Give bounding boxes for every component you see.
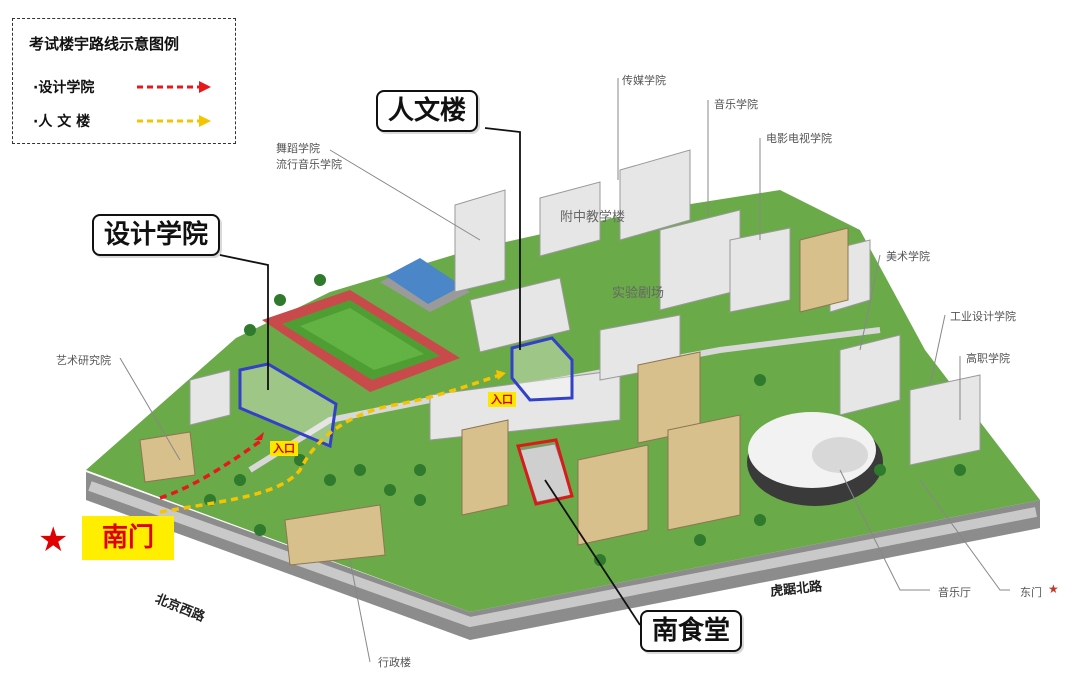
label-east-gate: 东门: [1020, 586, 1042, 599]
label-concert-hall: 音乐厅: [938, 586, 971, 599]
route-design-college: [159, 438, 264, 500]
label-affiliated-school: 附中教学楼: [560, 210, 626, 225]
humanities-highlight: [510, 336, 574, 402]
entrance-label-design: 入口: [270, 441, 298, 456]
road-beijing-west: [88, 481, 1037, 628]
label-music: 音乐学院: [714, 98, 758, 111]
label-fine-arts: 美术学院: [886, 250, 930, 263]
tan-buildings: [139, 227, 849, 566]
south-canteen-highlight: [516, 438, 574, 506]
label-media: 传媒学院: [622, 74, 666, 87]
label-industrial-design: 工业设计学院: [950, 310, 1016, 323]
label-pop-music: 流行音乐学院: [276, 158, 342, 171]
route-design-arrow: [254, 432, 264, 440]
legend-red-arrow: [137, 81, 211, 93]
sports-field: [262, 290, 460, 392]
route-humanities: [159, 373, 501, 514]
label-film-tv: 电影电视学院: [766, 132, 832, 145]
design-college-highlight: [238, 362, 338, 449]
south-gate-label: 南门: [82, 516, 174, 560]
east-gate-star-icon: ★: [1048, 582, 1059, 596]
legend-item-humanities: ·人 文 楼: [33, 114, 91, 130]
trees: [204, 274, 966, 566]
legend-yellow-arrow: [137, 115, 211, 127]
callout-south-canteen: 南食堂: [640, 610, 743, 652]
legend-item-design: ·设计学院: [33, 80, 95, 96]
label-lab-theater: 实验剧场: [612, 286, 665, 301]
route-humanities-arrow: [496, 370, 506, 380]
concert-hall-building: [747, 412, 883, 506]
label-dance: 舞蹈学院: [276, 142, 320, 155]
entrance-label-humanities: 入口: [488, 392, 516, 407]
south-gate-star-icon: ★: [38, 520, 69, 560]
route-legend: 考试楼宇路线示意图例 ·设计学院 ·人 文 楼: [12, 18, 236, 144]
label-vocational: 高职学院: [966, 352, 1010, 365]
label-admin: 行政楼: [378, 656, 411, 669]
leader-lines: [119, 78, 1010, 663]
callout-humanities: 人文楼: [376, 90, 479, 132]
callout-design-college: 设计学院: [92, 214, 221, 256]
callout-lines: [219, 127, 641, 626]
legend-title: 考试楼宇路线示意图例: [29, 35, 180, 53]
label-art-research: 艺术研究院: [56, 354, 111, 367]
gymnasium: [380, 258, 470, 312]
